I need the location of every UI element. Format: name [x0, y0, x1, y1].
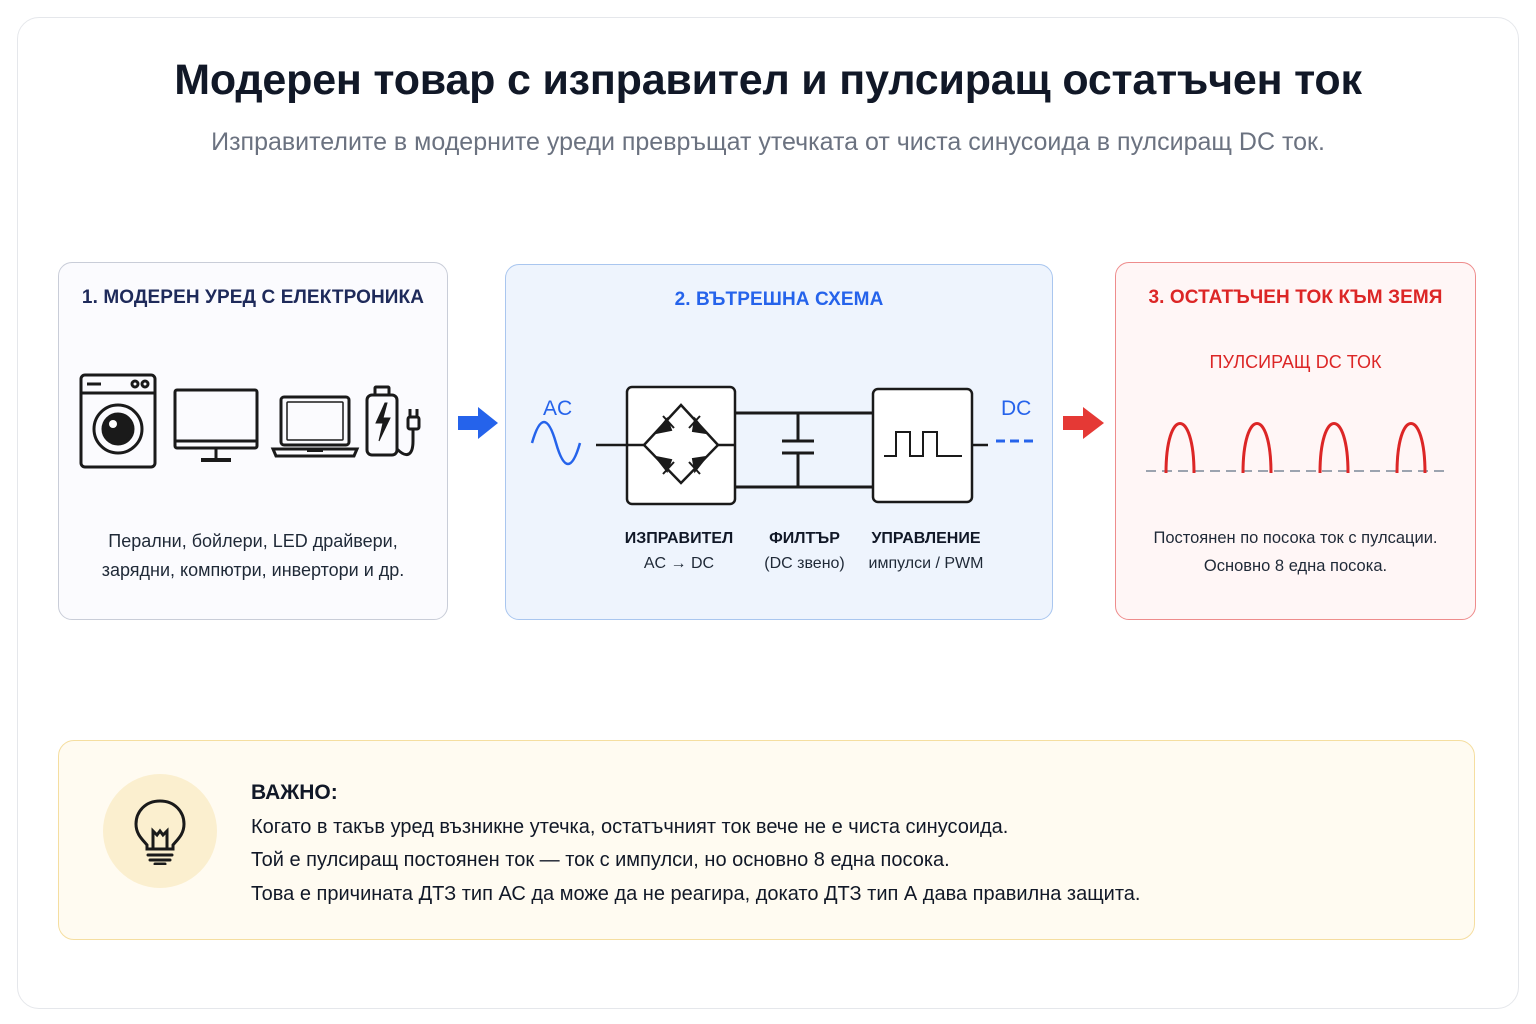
panel-caption: Постоянен по посока ток с пулсации. Осно… [1116, 524, 1475, 580]
ac-label: AC [543, 397, 573, 420]
caption-line: Основно 8 една посока. [1203, 557, 1388, 575]
panel-title: 3. ОСТАТЪЧЕН ТОК КЪМ ЗЕМЯ [1148, 287, 1443, 308]
panel-caption: Перални, бойлери, LED драйвери, зарядни,… [59, 527, 447, 585]
pulse-4 [1395, 422, 1427, 474]
panel-internal-circuit: 2. ВЪТРЕШНА СХЕМА AC DC [505, 264, 1053, 620]
panel-title: 2. ВЪТРЕШНА СХЕМА [674, 289, 884, 310]
arrow-right-icon [1063, 407, 1104, 439]
block-sub: импулси / PWM [868, 555, 984, 572]
circuit-diagram [530, 385, 1038, 506]
pwm-control-icon [871, 387, 974, 504]
note-line: Когато в такъв уред възникне утечка, ост… [251, 816, 1009, 838]
lightbulb-icon [134, 799, 186, 865]
panel-title: 1. МОДЕРЕН УРЕД С ЕЛЕКТРОНИКА [81, 287, 425, 308]
pulse-1 [1164, 422, 1196, 474]
page-title: Модерен товар с изправител и пулсиращ ос… [174, 56, 1362, 104]
block-label-control: УПРАВЛЕНИЕ импулси / PWM [856, 526, 996, 576]
arrow-right-icon [458, 407, 498, 439]
dc-label: DC [1001, 397, 1032, 420]
block-name: УПРАВЛЕНИЕ [871, 530, 981, 547]
pulsating-dc-waveform [1146, 422, 1447, 474]
panel-residual-current: 3. ОСТАТЪЧЕН ТОК КЪМ ЗЕМЯ ПУЛСИРАЩ DC ТО… [1115, 262, 1476, 620]
block-name: ФИЛТЪР [769, 530, 840, 547]
caption-line: Перални, бойлери, LED драйвери, [108, 531, 398, 551]
block-name: ИЗПРАВИТЕЛ [624, 530, 734, 547]
block-label-filter: ФИЛТЪР (DC звено) [742, 526, 867, 576]
block-sub: (DC звено) [764, 555, 845, 572]
pulse-3 [1318, 422, 1350, 474]
laptop-icon [270, 395, 360, 458]
waveform-label: ПУЛСИРАЩ DC ТОК [1209, 352, 1382, 372]
lightbulb-badge [103, 774, 217, 888]
capacitor-icon [782, 413, 814, 487]
block-label-rectifier: ИЗПРАВИТЕЛ AC → DC [614, 526, 744, 576]
block-sub: AC → DC [643, 555, 715, 572]
device-icons [79, 373, 421, 469]
washing-machine-icon [79, 373, 157, 469]
note-line: Това е причината ДТЗ тип АС да може да н… [251, 883, 1141, 905]
charger-icon [365, 385, 421, 457]
note-title: ВАЖНО: [251, 781, 338, 804]
note-line: Той е пулсиращ постоянен ток — ток с имп… [251, 849, 950, 871]
sine-wave-icon [530, 421, 582, 465]
caption-line: зарядни, компютри, инвертори и др. [101, 560, 405, 580]
panel-modern-appliance: 1. МОДЕРЕН УРЕД С ЕЛЕКТРОНИКА [58, 262, 448, 620]
important-note: ВАЖНО: Когато в такъв уред възникне утеч… [58, 740, 1475, 940]
monitor-icon [173, 388, 259, 462]
page-subtitle: Изправителите в модерните уреди превръща… [211, 128, 1325, 156]
caption-line: Постоянен по посока ток с пулсации. [1153, 529, 1438, 547]
pulse-2 [1241, 422, 1273, 474]
rectifier-bridge-icon [625, 385, 737, 506]
